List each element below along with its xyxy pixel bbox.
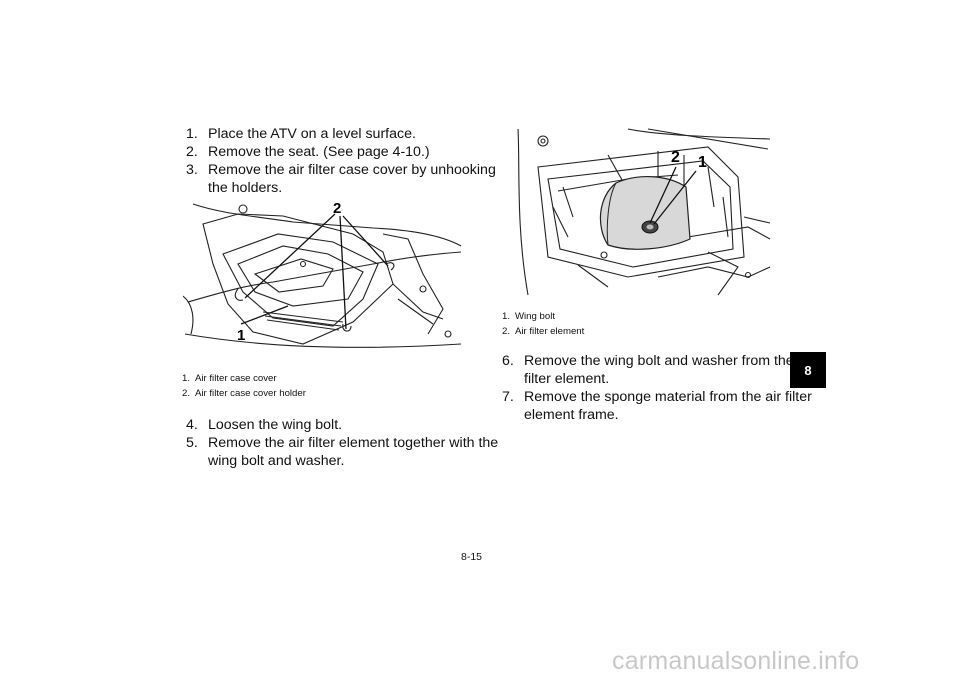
step-number: 6.	[502, 353, 514, 369]
page-number: 8-15	[461, 551, 483, 563]
step-number: 2.	[186, 144, 198, 160]
caption-number: 2.	[182, 388, 191, 399]
watermark: carmanualsonline.info	[612, 647, 860, 675]
figure-callout: 1	[237, 327, 245, 344]
step-number: 5.	[186, 435, 198, 451]
step-text-continued: wing bolt and washer.	[208, 453, 345, 469]
figure-callout: 2	[671, 149, 680, 166]
step-text: Place the ATV on a level surface.	[208, 126, 416, 142]
step-text-continued: filter element.	[524, 371, 610, 387]
caption-text: Air filter element	[515, 326, 585, 337]
caption-text: Air filter case cover	[195, 373, 277, 384]
figure-callout: 2	[333, 200, 341, 217]
step-text-continued: element frame.	[524, 407, 619, 423]
figure-callout: 1	[698, 154, 707, 171]
step-number: 1.	[186, 126, 198, 142]
step-text: Remove the wing bolt and washer from the…	[524, 353, 814, 369]
step-text: Remove the air filter element together w…	[208, 435, 499, 451]
caption-number: 2.	[502, 326, 511, 337]
step-number: 3.	[186, 162, 198, 178]
step-text-continued: the holders.	[208, 180, 283, 196]
caption-text: Wing bolt	[515, 311, 555, 322]
air-filter-element-illustration: 2 1	[517, 128, 771, 296]
step-number: 7.	[502, 389, 514, 405]
air-filter-case-cover-illustration: 2 1	[183, 200, 462, 348]
caption-number: 1.	[502, 311, 511, 322]
caption-number: 1.	[182, 373, 191, 384]
caption-text: Air filter case cover holder	[195, 388, 306, 399]
step-text: Loosen the wing bolt.	[208, 417, 343, 433]
step-number: 4.	[186, 417, 198, 433]
section-tab: 8	[790, 352, 826, 388]
step-text: Remove the seat. (See page 4-10.)	[208, 144, 430, 160]
step-text: Remove the air filter case cover by unho…	[208, 162, 496, 178]
step-text: Remove the sponge material from the air …	[524, 389, 812, 405]
